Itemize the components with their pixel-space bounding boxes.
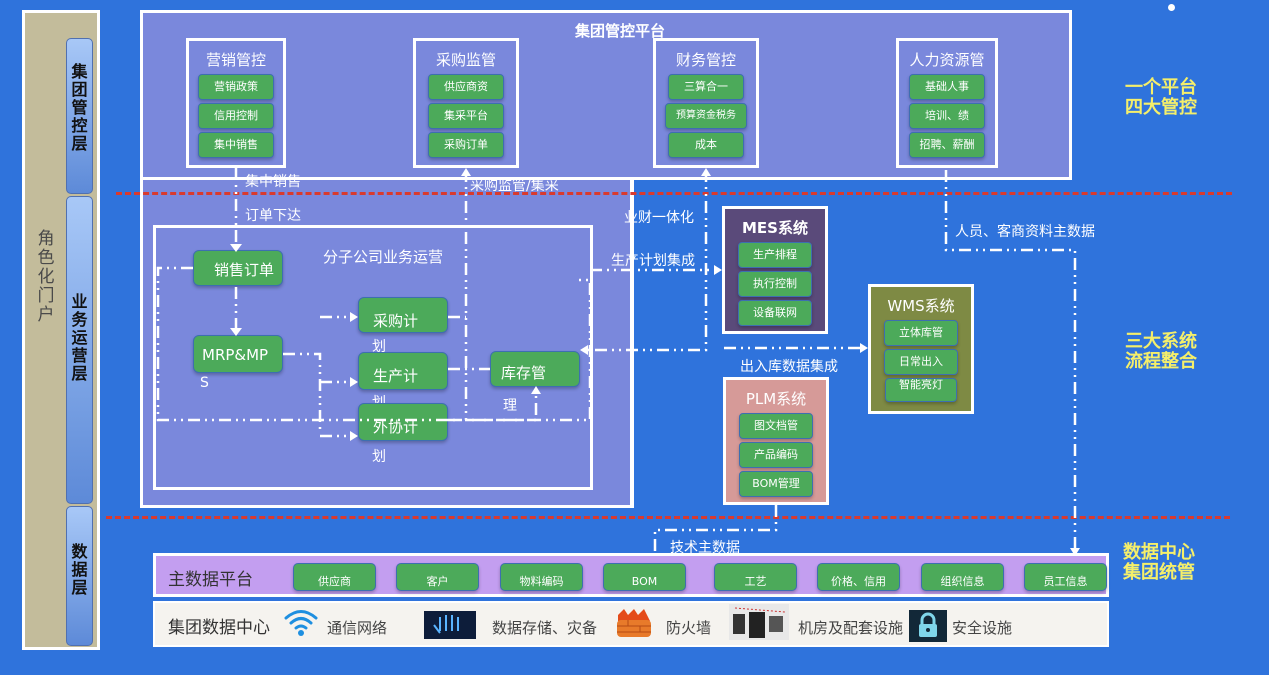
role-portal-label: 角色化门户 (37, 229, 55, 325)
system-item[interactable]: 日常出入 (884, 349, 958, 375)
system-item[interactable]: 图文档管 (739, 413, 813, 439)
label-master-data-people: 人员、客商资料主数据 (955, 224, 1095, 240)
firewall-icon (614, 609, 654, 639)
layer-tab-label: 数据层 (71, 542, 88, 597)
node-production-plan[interactable]: 生产计 (358, 352, 448, 390)
module-item[interactable]: 三算合一 (668, 74, 744, 100)
module-item[interactable]: 供应商资 (428, 74, 504, 100)
node-sales-order[interactable]: 销售订单 (193, 250, 283, 286)
node-outsource-plan-wrap: 划 (372, 449, 386, 465)
side-label-line: 流程整合 (1125, 351, 1197, 372)
master-data-item[interactable]: 工艺 (714, 563, 797, 591)
module-item[interactable]: 基础人事 (909, 74, 985, 100)
node-mrp-mps-wrap: S (200, 375, 209, 391)
decorative-dot (1168, 4, 1175, 11)
label-centralized-sales: 集中销售 (245, 174, 301, 190)
system-mes[interactable]: MES系统 生产排程 执行控制 设备联网 (722, 206, 828, 334)
side-label-one-platform: 一个平台 四大管控 (1125, 78, 1197, 118)
padlock-icon (909, 610, 947, 642)
master-data-item[interactable]: 价格、信用 (817, 563, 900, 591)
module-marketing-control[interactable]: 营销管控 营销政策 信用控制 集中销售 (186, 38, 286, 168)
module-title: 人力资源管 (909, 51, 985, 69)
system-plm[interactable]: PLM系统 图文档管 产品编码 BOM管理 (723, 377, 829, 505)
subsidiary-operations-box (153, 225, 593, 490)
module-purchase-supervision[interactable]: 采购监管 供应商资 集采平台 采购订单 (413, 38, 519, 168)
data-center-item-label: 机房及配套设施 (798, 619, 904, 637)
master-data-item[interactable]: 组织信息 (921, 563, 1004, 591)
module-finance-control[interactable]: 财务管控 三算合一 预算资金税务 成本 (653, 38, 759, 168)
side-label-line: 集团统管 (1123, 562, 1195, 583)
module-item[interactable]: 集采平台 (428, 103, 504, 129)
module-title: 营销管控 (205, 51, 266, 69)
node-purchase-plan[interactable]: 采购计 (358, 297, 448, 333)
side-label-three-systems: 三大系统 流程整合 (1125, 332, 1197, 372)
node-inventory-wrap: 理 (503, 398, 517, 414)
data-center-item-label: 安全设施 (952, 619, 1013, 637)
side-label-line: 四大管控 (1125, 97, 1197, 118)
side-label-line: 三大系统 (1125, 331, 1197, 352)
system-wms[interactable]: WMS系统 立体库管 日常出入 智能亮灯 (868, 284, 974, 414)
layer-tab-group-control[interactable]: 集团管控层 (66, 38, 93, 194)
master-data-item[interactable]: 员工信息 (1024, 563, 1107, 591)
master-data-title: 主数据平台 (168, 570, 253, 590)
label-production-plan-integration: 生产计划集成 (611, 253, 695, 269)
subsidiary-title: 分子公司业务运营 (323, 248, 444, 266)
side-label-data-center: 数据中心 集团统管 (1123, 543, 1195, 583)
system-item[interactable]: 生产排程 (738, 242, 812, 268)
data-center-title: 集团数据中心 (168, 618, 270, 638)
label-biz-finance: 业财一体化 (624, 210, 694, 226)
label-order-issue: 订单下达 (245, 208, 301, 224)
label-tech-master-data: 技术主数据 (670, 540, 740, 556)
system-item[interactable]: 智能亮灯 (885, 378, 957, 402)
group-platform-title: 集团管控平台 (575, 22, 666, 40)
system-item[interactable]: BOM管理 (739, 471, 813, 497)
master-data-item[interactable]: 客户 (396, 563, 479, 591)
system-title: PLM系统 (745, 390, 807, 408)
module-item[interactable]: 预算资金税务 (665, 103, 747, 129)
module-item[interactable]: 成本 (668, 132, 744, 158)
system-title: MES系统 (742, 219, 808, 237)
wifi-icon (283, 607, 331, 639)
node-outsource-plan[interactable]: 外协计 (358, 403, 448, 441)
module-hr-management[interactable]: 人力资源管 基础人事 培训、绩 招聘、薪酬 (896, 38, 998, 168)
server-room-icon (729, 604, 789, 640)
system-item[interactable]: 执行控制 (738, 271, 812, 297)
module-item[interactable]: 信用控制 (198, 103, 274, 129)
master-data-item[interactable]: 物料编码 (500, 563, 583, 591)
layer-tab-label: 业务运营层 (71, 292, 88, 383)
divider-ops-data (106, 516, 1230, 519)
module-title: 采购监管 (435, 51, 496, 69)
module-item[interactable]: 集中销售 (198, 132, 274, 158)
data-center-item-label: 数据存储、灾备 (492, 619, 598, 637)
system-item[interactable]: 产品编码 (739, 442, 813, 468)
label-inout-integration: 出入库数据集成 (740, 359, 838, 375)
system-item[interactable]: 设备联网 (738, 300, 812, 326)
data-center-item-label: 通信网络 (327, 619, 388, 637)
module-title: 财务管控 (675, 51, 736, 69)
module-item[interactable]: 采购订单 (428, 132, 504, 158)
master-data-item[interactable]: BOM (603, 563, 686, 591)
layer-tab-label: 集团管控层 (71, 62, 88, 153)
node-mrp-mps[interactable]: MRP&MP (193, 335, 283, 373)
data-center-item-label: 防火墙 (666, 619, 712, 637)
module-item[interactable]: 招聘、薪酬 (909, 132, 985, 158)
node-inventory-management[interactable]: 库存管 (490, 351, 580, 387)
divider-control-ops (116, 192, 1232, 195)
system-title: WMS系统 (887, 297, 955, 315)
layer-tab-business-ops[interactable]: 业务运营层 (66, 196, 93, 504)
side-label-line: 一个平台 (1125, 77, 1197, 98)
system-item[interactable]: 立体库管 (884, 320, 958, 346)
module-item[interactable]: 培训、绩 (909, 103, 985, 129)
module-item[interactable]: 营销政策 (198, 74, 274, 100)
master-data-item[interactable]: 供应商 (293, 563, 376, 591)
fingerprint-hand-icon (424, 611, 476, 639)
label-purchase-supervision: 采购监管/集采 (470, 178, 559, 194)
layer-tab-data[interactable]: 数据层 (66, 506, 93, 646)
side-label-line: 数据中心 (1123, 542, 1195, 563)
